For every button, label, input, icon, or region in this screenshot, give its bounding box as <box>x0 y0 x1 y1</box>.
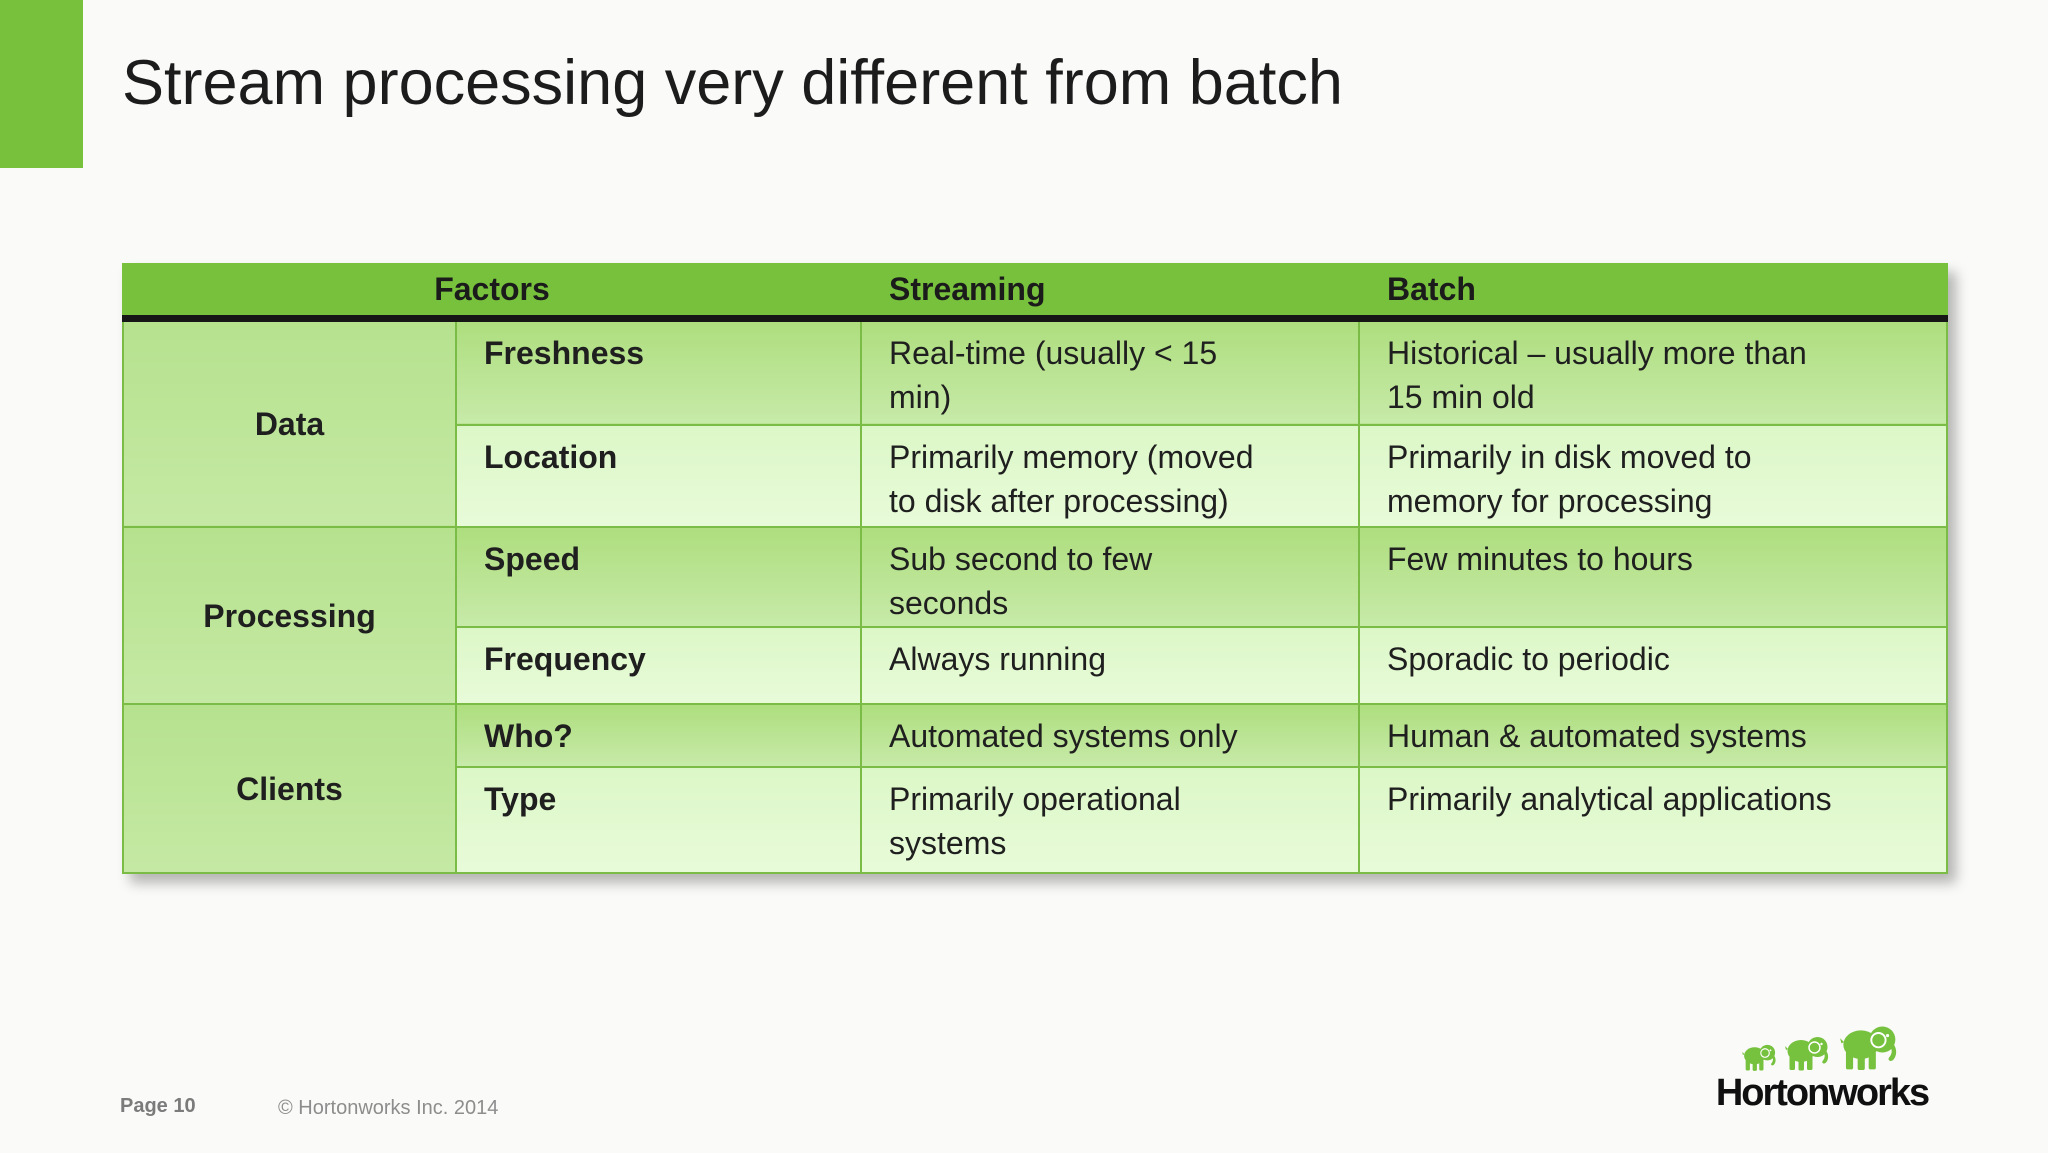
factor-freshness: Freshness <box>455 317 862 426</box>
table-row: Frequency Always running Sporadic to per… <box>123 626 1948 705</box>
elephant-medium-icon <box>1782 1032 1834 1072</box>
page-number: Page 10 <box>120 1095 196 1117</box>
group-label-data: Data <box>122 317 457 528</box>
factor-who: Who? <box>455 703 862 768</box>
page-title: Stream processing very different from ba… <box>122 48 1343 118</box>
cell-speed-batch: Few minutes to hours <box>1358 526 1948 628</box>
cell-who-batch: Human & automated systems <box>1358 703 1948 768</box>
table-row: Type Primarily operational systems Prima… <box>123 766 1948 874</box>
green-accent-bar <box>0 0 83 168</box>
table-header-row: Factors Streaming Batch <box>122 263 1948 322</box>
header-factors: Factors <box>122 263 862 322</box>
hortonworks-logo: Hortonworks <box>1702 1022 1942 1112</box>
three-elephants-icon <box>1740 1022 1904 1072</box>
cell-location-streaming: Primarily memory (moved to disk after pr… <box>860 424 1360 528</box>
elephant-large-icon <box>1836 1020 1904 1072</box>
elephant-small-icon <box>1740 1041 1780 1072</box>
factor-frequency: Frequency <box>455 626 862 705</box>
group-label-processing: Processing <box>122 526 457 705</box>
copyright-text: © Hortonworks Inc. 2014 <box>278 1097 499 1119</box>
cell-type-batch: Primarily analytical applications <box>1358 766 1948 874</box>
logo-wordmark: Hortonworks <box>1715 1072 1930 1114</box>
header-batch: Batch <box>1358 263 1948 322</box>
header-streaming: Streaming <box>860 263 1360 322</box>
table-row: Data Freshness Real-time (usually < 15 m… <box>122 317 1948 528</box>
cell-type-streaming: Primarily operational systems <box>860 766 1360 874</box>
table-row: Location Primarily memory (moved to disk… <box>123 424 1948 528</box>
comparison-table: Factors Streaming Batch Data Freshness R… <box>122 263 1948 874</box>
cell-frequency-streaming: Always running <box>860 626 1360 705</box>
cell-speed-streaming: Sub second to few seconds <box>860 526 1360 628</box>
cell-frequency-batch: Sporadic to periodic <box>1358 626 1948 705</box>
table-row: Processing Speed Sub second to few secon… <box>122 526 1948 705</box>
factor-location: Location <box>455 424 862 528</box>
cell-freshness-batch: Historical – usually more than 15 min ol… <box>1358 317 1948 426</box>
table-row: Clients Who? Automated systems only Huma… <box>122 703 1948 874</box>
cell-who-streaming: Automated systems only <box>860 703 1360 768</box>
factor-type: Type <box>455 766 862 874</box>
cell-location-batch: Primarily in disk moved to memory for pr… <box>1358 424 1948 528</box>
group-label-clients: Clients <box>122 703 457 874</box>
cell-freshness-streaming: Real-time (usually < 15 min) <box>860 317 1360 426</box>
factor-speed: Speed <box>455 526 862 628</box>
